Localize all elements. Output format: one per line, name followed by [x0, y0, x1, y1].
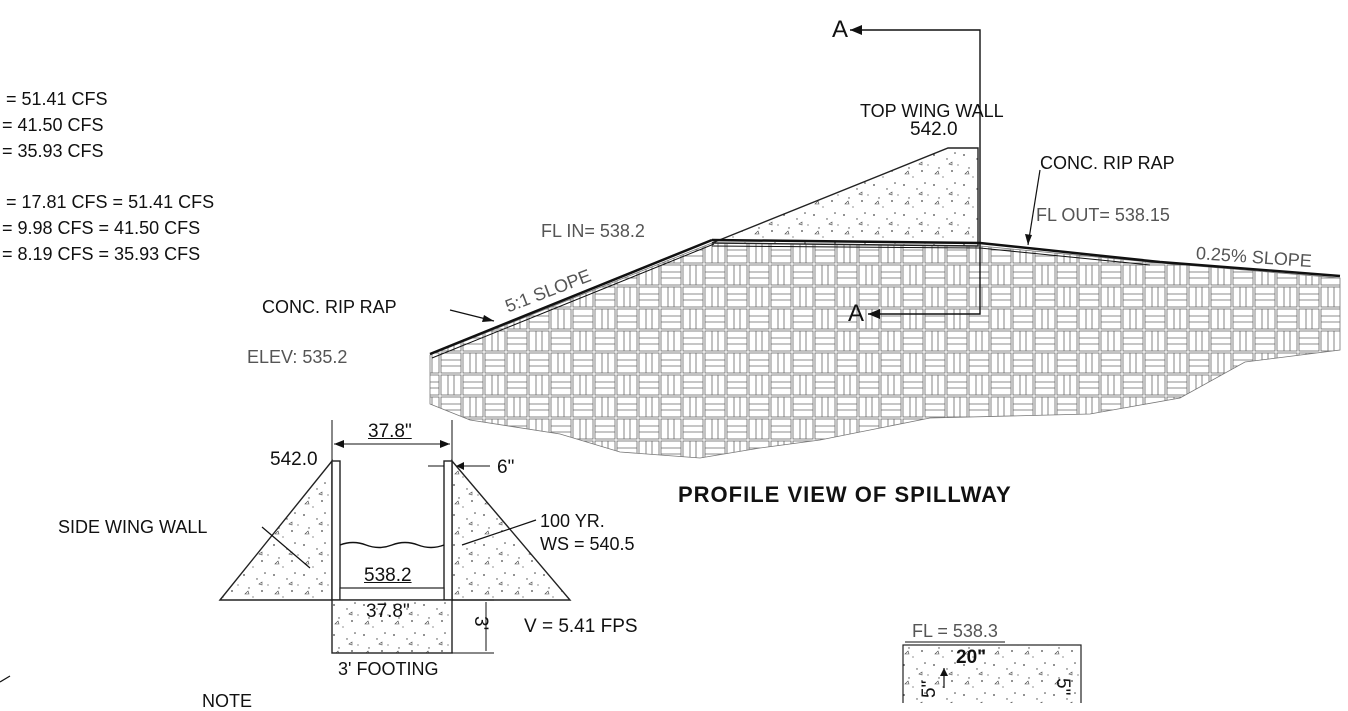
- detail-side-left: 5": [919, 680, 940, 698]
- detail-width: 20": [956, 647, 987, 668]
- section-marker-top: A: [832, 16, 849, 43]
- footing-label: 3' FOOTING: [338, 659, 439, 679]
- water-surface-line: [339, 541, 445, 549]
- flow-line-6: = 8.19 CFS = 35.93 CFS: [2, 244, 201, 264]
- section-elev-top: 542.0: [270, 449, 318, 470]
- elev-left-label: ELEV: 535.2: [247, 347, 348, 367]
- section-left-wall: [331, 460, 341, 601]
- section-width-top: 37.8": [368, 421, 412, 442]
- velocity-label: V = 5.41 FPS: [524, 616, 638, 637]
- ground-fill: [429, 242, 1341, 459]
- top-wing-wall-label: TOP WING WALL: [860, 101, 1004, 121]
- flow-line-5: = 9.98 CFS = 41.50 CFS: [2, 218, 201, 238]
- rip-rap-right-line: [711, 238, 1341, 278]
- rip-rap-left-line: [429, 238, 713, 356]
- section-left-wing: [218, 459, 333, 601]
- detail-side-right: 5": [1052, 678, 1073, 696]
- flow-line-2: = 41.50 CFS: [2, 115, 104, 135]
- section-footing: [331, 599, 453, 654]
- flow-line-1: = 51.41 CFS: [6, 89, 108, 109]
- flow-line-3: = 35.93 CFS: [2, 141, 104, 161]
- footing-depth: 3': [470, 616, 491, 631]
- section-floor: [339, 587, 445, 601]
- detail-fl: FL = 538.3: [912, 621, 998, 641]
- flow-line-4: = 17.81 CFS = 51.41 CFS: [6, 192, 215, 212]
- fl-out-label: FL OUT= 538.15: [1036, 205, 1170, 225]
- top-wing-wall-elev: 542.0: [910, 119, 958, 140]
- ws-label-line1: 100 YR.: [540, 511, 605, 531]
- side-wing-wall-label: SIDE WING WALL: [58, 517, 208, 537]
- section-cut-line: [850, 29, 981, 315]
- wing-wall-concrete: [711, 147, 979, 247]
- conc-rip-rap-left-label: CONC. RIP RAP: [262, 297, 397, 317]
- profile-title: PROFILE VIEW OF SPILLWAY: [678, 482, 1012, 507]
- fl-in-label: FL IN= 538.2: [541, 221, 645, 241]
- section-marker-bottom: A: [848, 300, 865, 327]
- section-width-bottom: 37.8": [366, 601, 410, 622]
- section-right-wall: [443, 460, 453, 601]
- conc-rip-rap-right-label: CONC. RIP RAP: [1040, 153, 1175, 173]
- ws-label-line2: WS = 540.5: [540, 534, 635, 554]
- detail-box: [902, 644, 1082, 703]
- section-wall-thickness: 6": [497, 457, 515, 478]
- section-fl-elev: 538.2: [364, 565, 412, 586]
- note-label: NOTE: [202, 691, 253, 711]
